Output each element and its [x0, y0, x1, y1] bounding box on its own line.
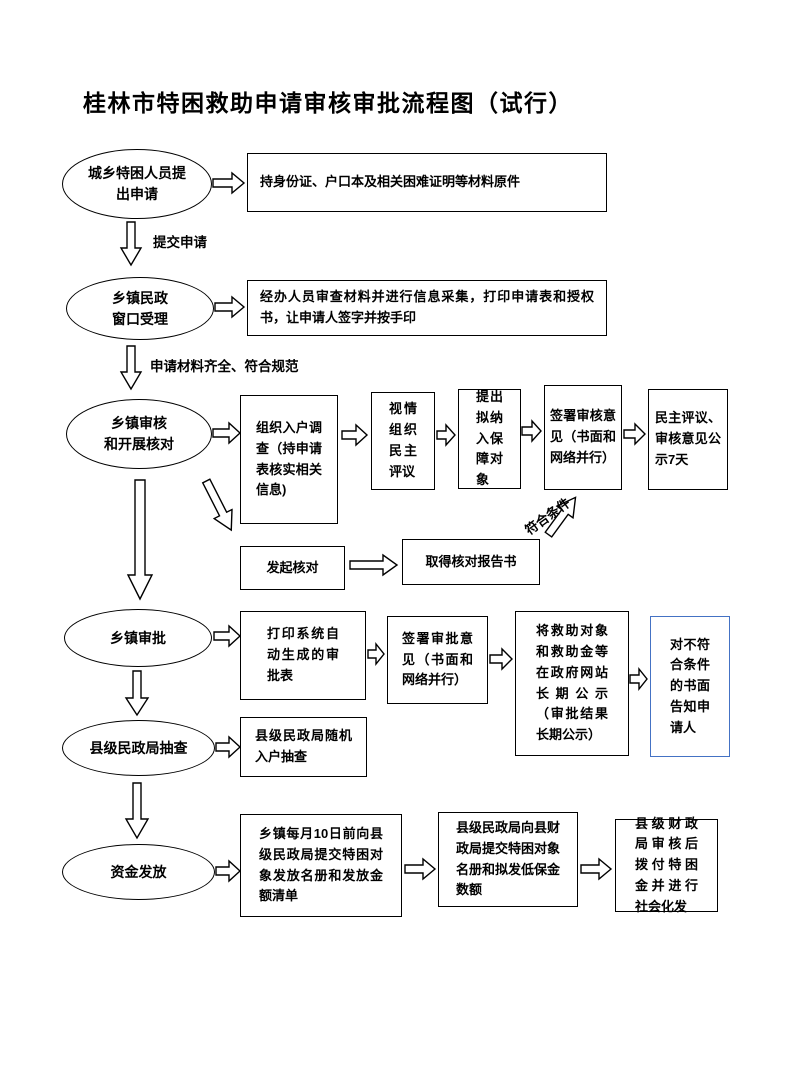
arrow-right-icon [436, 423, 456, 447]
box-initiate-check: 发起核对 [240, 546, 345, 590]
arrow-right-icon [215, 735, 242, 759]
stage-window: 乡镇民政 窗口受理 [66, 277, 214, 340]
arrow-right-icon [367, 642, 385, 666]
arrow-down-icon [124, 782, 150, 840]
stage-spot-check-label: 县级民政局抽查 [89, 739, 188, 756]
box-random-check: 县级民政局随机入户抽查 [240, 717, 367, 777]
box-random-check-text: 县级民政局随机入户抽查 [255, 728, 352, 764]
box-sign-review: 签署审核意见（书面和网络并行） [544, 385, 622, 490]
box-propose-text: 提出拟纳入保障对象 [476, 389, 503, 488]
stage-spot-check: 县级民政局抽查 [62, 720, 215, 776]
box-finance-submit-text: 县级民政局向县财政局提交特困对象名册和拟发低保金数额 [456, 819, 561, 898]
edge-label-submit: 提交申请 [153, 235, 207, 250]
stage-review-label: 乡镇审核 和开展核对 [104, 415, 174, 452]
arrow-right-icon [489, 647, 513, 671]
arrow-right-icon [212, 171, 246, 195]
arrow-right-icon [349, 553, 399, 577]
box-sign-approval: 签署审批意见（书面和网络并行） [387, 616, 488, 704]
stage-review: 乡镇审核 和开展核对 [66, 399, 212, 469]
box-print-form: 打印系统自动生成的审批表 [240, 611, 366, 700]
box-roster-text: 乡镇每月10日前向县级民政局提交特困对象发放名册和发放金额清单 [259, 825, 383, 904]
arrow-down-long-icon [126, 479, 154, 601]
box-allocate-text: 县级财政局审核后拨付特困金并进行社会化发 [635, 815, 698, 914]
arrow-right-icon [212, 421, 242, 445]
arrow-up-right-icon [544, 496, 577, 538]
arrow-right-icon [580, 857, 613, 881]
box-intake-text: 经办人员审查材料并进行信息采集，打印申请表和授权书，让申请人签字并按手印 [260, 289, 594, 325]
box-print-form-text: 打印系统自动生成的审批表 [267, 626, 339, 683]
box-notify-rejected-text: 对不符合条件的书面告知申请人 [670, 636, 710, 735]
arrow-right-icon [629, 667, 648, 691]
box-survey: 组织入户调查（持申请表核实相关信息) [240, 395, 338, 524]
stage-approve: 乡镇审批 [64, 609, 212, 667]
box-gov-publicity: 将救助对象和救助金等在政府网站长期公示（审批结果长期公示） [515, 611, 629, 756]
box-propose: 提出拟纳入保障对象 [458, 389, 521, 489]
stage-disburse: 资金发放 [62, 844, 215, 900]
box-publicity-7days-text: 民主评议、审核意见公示7天 [655, 410, 721, 467]
box-sign-review-text: 签署审核意见（书面和网络并行） [550, 408, 616, 465]
box-democratic-review: 视情组织民主评议 [371, 392, 435, 490]
arrow-down-icon [119, 345, 143, 391]
arrow-right-icon [214, 295, 246, 319]
box-finance-submit: 县级民政局向县财政局提交特困对象名册和拟发低保金数额 [438, 812, 578, 907]
arrow-right-icon [521, 419, 542, 443]
stage-approve-label: 乡镇审批 [110, 629, 166, 646]
box-materials-text: 持身份证、户口本及相关困难证明等材料原件 [260, 174, 521, 190]
box-survey-text: 组织入户调查（持申请表核实相关信息) [256, 419, 322, 498]
box-notify-rejected: 对不符合条件的书面告知申请人 [650, 616, 730, 757]
arrow-down-icon [124, 670, 150, 717]
stage-window-label: 乡镇民政 窗口受理 [112, 289, 168, 327]
box-publicity-7days: 民主评议、审核意见公示7天 [648, 389, 728, 490]
box-check-report-text: 取得核对报告书 [425, 553, 517, 569]
arrow-right-icon [404, 857, 437, 881]
box-intake: 经办人员审查材料并进行信息采集，打印申请表和授权书，让申请人签字并按手印 [247, 280, 607, 336]
box-allocate: 县级财政局审核后拨付特困金并进行社会化发 [615, 816, 718, 914]
box-roster: 乡镇每月10日前向县级民政局提交特困对象发放名册和发放金额清单 [240, 814, 402, 917]
box-democratic-review-text: 视情组织民主评议 [389, 401, 417, 479]
arrow-right-icon [341, 423, 369, 447]
box-check-report: 取得核对报告书 [402, 539, 540, 585]
box-gov-publicity-text: 将救助对象和救助金等在政府网站长期公示（审批结果长期公示） [536, 623, 608, 743]
edge-label-complete: 申请材料齐全、符合规范 [150, 359, 299, 374]
arrow-down-right-icon [201, 478, 233, 532]
arrow-right-icon [215, 859, 242, 883]
arrow-right-icon [213, 624, 242, 648]
box-sign-approval-text: 签署审批意见（书面和网络并行） [402, 630, 473, 688]
stage-apply-label: 城乡特困人员提出申请 [88, 165, 186, 202]
stage-apply: 城乡特困人员提出申请 [62, 149, 212, 219]
box-materials: 持身份证、户口本及相关困难证明等材料原件 [247, 153, 607, 212]
box-initiate-check-text: 发起核对 [266, 559, 319, 575]
page-title: 桂林市特困救助申请审核审批流程图（试行） [83, 90, 573, 116]
stage-disburse-label: 资金发放 [110, 863, 167, 880]
arrow-down-icon [119, 221, 143, 267]
arrow-right-icon [623, 422, 646, 446]
